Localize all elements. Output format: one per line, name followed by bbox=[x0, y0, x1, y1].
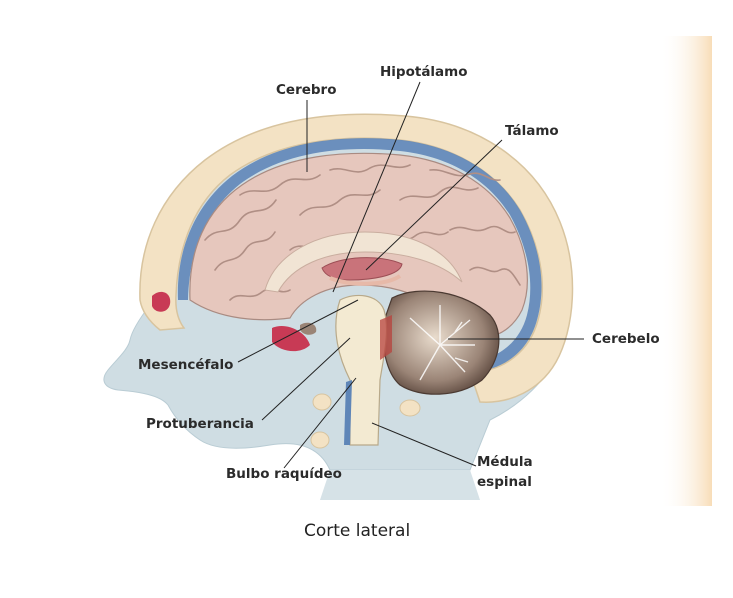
label-protuberancia: Protuberancia bbox=[146, 416, 254, 432]
frontal-sinus bbox=[152, 291, 171, 312]
edge-tint bbox=[660, 36, 712, 506]
neck bbox=[320, 470, 480, 500]
spinal-canal bbox=[344, 380, 352, 445]
label-hipotalamo: Hipotálamo bbox=[380, 64, 468, 80]
label-cerebro: Cerebro bbox=[276, 82, 337, 98]
vertebra bbox=[399, 399, 421, 417]
vertebra bbox=[310, 431, 330, 449]
brainstem bbox=[335, 294, 388, 446]
label-mesencefalo: Mesencéfalo bbox=[138, 357, 234, 373]
label-medula-line1: Médula bbox=[477, 454, 533, 470]
label-cerebelo: Cerebelo bbox=[592, 331, 660, 347]
label-bulbo: Bulbo raquídeo bbox=[226, 466, 342, 482]
skull bbox=[139, 113, 574, 403]
cerebellum bbox=[382, 290, 500, 395]
label-medula-line2: espinal bbox=[477, 474, 532, 490]
vertebra bbox=[312, 393, 332, 411]
figure-caption: Corte lateral bbox=[304, 521, 411, 541]
pituitary bbox=[300, 322, 317, 335]
corpus-callosum bbox=[264, 231, 463, 293]
label-talamo: Tálamo bbox=[505, 123, 559, 139]
arbor-vitae bbox=[409, 305, 475, 381]
sphenoid-sinus bbox=[272, 325, 310, 352]
leader-lines bbox=[237, 81, 584, 469]
fourth-ventricle bbox=[380, 315, 392, 360]
